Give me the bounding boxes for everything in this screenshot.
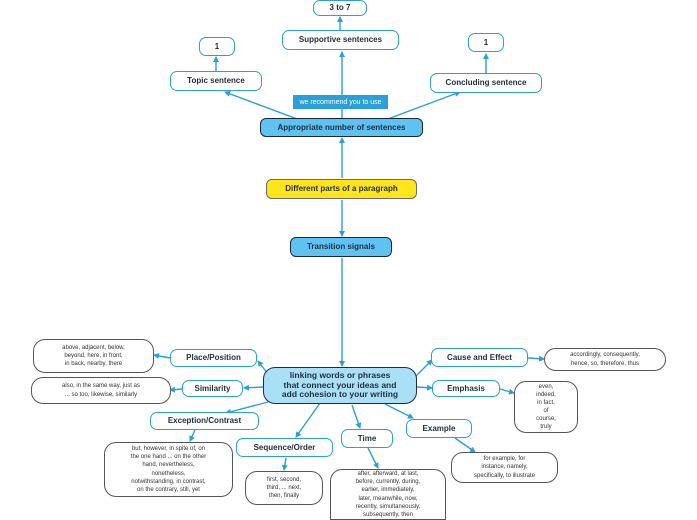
example-node: Example [406,419,472,438]
time-node: Time [341,429,393,448]
recommend-callout: we recommend you to use [293,95,388,109]
concluding-count: 1 [468,33,504,52]
supportive-count: 3 to 7 [313,0,367,16]
sequence-order-node: Sequence/Order [236,438,333,457]
cause-examples-note: accordingly, consequently, hence, so, th… [544,348,666,371]
place-position-node: Place/Position [170,349,257,367]
title-node: Different parts of a paragraph [266,179,417,199]
time-examples-note: after, afterward, at last, before, curre… [330,469,446,520]
transition-signals-node: Transition signals [290,237,392,257]
emphasis-node: Emphasis [432,380,500,397]
sequence-examples-note: first, second, third, ... next, then, fi… [245,471,323,505]
topic-count: 1 [199,37,235,56]
exception-contrast-node: Exception/Contrast [150,412,259,430]
similarity-node: Similarity [182,380,243,397]
concluding-sentence-node: Concluding sentence [430,73,542,93]
cause-effect-node: Cause and Effect [431,348,528,367]
emphasis-examples-note: even, indeed, in fact, of course, truly [514,381,578,433]
supportive-sentences-node: Supportive sentences [282,30,399,50]
exception-examples-note: but, however, in spite of, on the one ha… [104,442,233,497]
example-examples-note: for example, for instance, namely, speci… [451,452,558,483]
transition-definition-node: linking words or phrases that connect yo… [263,367,417,404]
topic-sentence-node: Topic sentence [170,71,262,91]
sentences-count-node: Appropriate number of sentences [260,118,423,137]
similarity-examples-note: also, in the same way, just as ... so to… [31,377,171,404]
place-examples-note: above, adjacent, below, beyond, here, in… [33,339,154,373]
